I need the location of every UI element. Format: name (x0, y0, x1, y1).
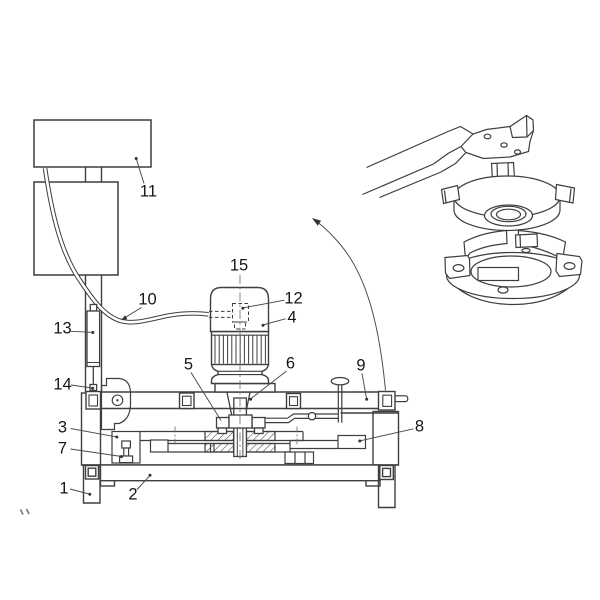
scan-artifact-marks (19, 508, 30, 515)
feed-linkage (265, 376, 350, 424)
rail-beam (85, 377, 409, 431)
clutch-ring-lower (444, 229, 583, 306)
hidden-sensor-dashed (209, 303, 249, 330)
clutch-disc-upper (440, 161, 576, 232)
bearing-blocks (85, 390, 396, 411)
exploded-detail-view (362, 114, 583, 306)
power-cable (42, 167, 209, 325)
inner-mechanism (111, 426, 367, 465)
machine-legs (82, 464, 396, 509)
slide-sensor (86, 303, 101, 392)
leader-arrowhead (121, 315, 128, 321)
arrowhead-icon (312, 218, 322, 226)
leader-lines (69, 159, 414, 495)
support-arm (362, 114, 535, 199)
control-boxes (33, 119, 152, 276)
leader-dots (88, 157, 369, 496)
base-plate (99, 464, 381, 487)
rotation-arrow (312, 218, 386, 391)
motor (209, 286, 276, 393)
support-column (84, 167, 103, 392)
end-pin (395, 395, 409, 403)
